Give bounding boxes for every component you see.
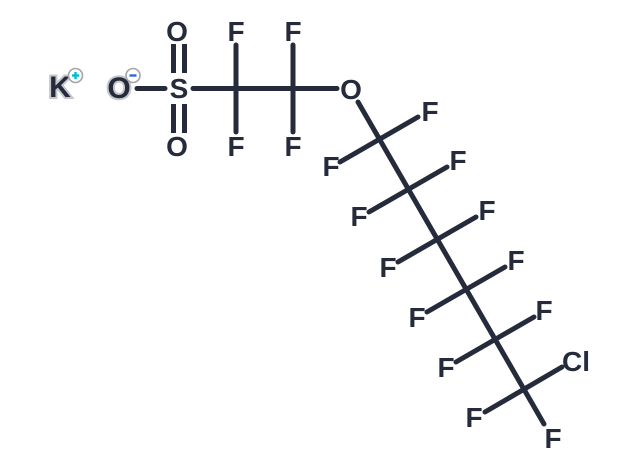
bond-C-F-pair bbox=[337, 114, 421, 165]
atom-label-F: F bbox=[379, 252, 396, 283]
atom-label-F: F bbox=[408, 302, 425, 333]
atom-label-O: O bbox=[340, 74, 362, 105]
bond-C-F-pair bbox=[366, 164, 450, 215]
atom-label-F: F bbox=[449, 145, 466, 176]
atom-label-F: F bbox=[227, 131, 244, 162]
bond-C-F-pair bbox=[395, 214, 479, 265]
atom-label-F: F bbox=[322, 151, 339, 182]
bond-chain-O-to-terminal-F bbox=[355, 99, 547, 427]
atom-label-F: F bbox=[478, 195, 495, 226]
atom-label-F: F bbox=[284, 131, 301, 162]
atom-label-F: F bbox=[544, 423, 561, 454]
atom-label-O: O bbox=[166, 131, 188, 162]
atom-label-F: F bbox=[284, 16, 301, 47]
atom-label-O: O bbox=[107, 72, 130, 105]
bond-C-F-pair bbox=[424, 264, 508, 315]
atom-label-F: F bbox=[227, 16, 244, 47]
bond-C-F-Cl-pair bbox=[482, 364, 565, 415]
negative-charge-icon bbox=[125, 67, 141, 84]
atom-label-F: F bbox=[350, 201, 367, 232]
atom-label-F: F bbox=[507, 245, 524, 276]
atom-label-S: S bbox=[170, 73, 189, 104]
atom-label-F: F bbox=[465, 402, 482, 433]
atom-label-F: F bbox=[437, 352, 454, 383]
atom-label-F: F bbox=[421, 96, 438, 127]
bond-C-F-pair bbox=[453, 314, 537, 365]
atom-label-O: O bbox=[166, 16, 188, 47]
positive-charge-icon bbox=[67, 67, 84, 84]
atom-label-F: F bbox=[535, 295, 552, 326]
atom-label-Cl: Cl bbox=[562, 346, 590, 377]
